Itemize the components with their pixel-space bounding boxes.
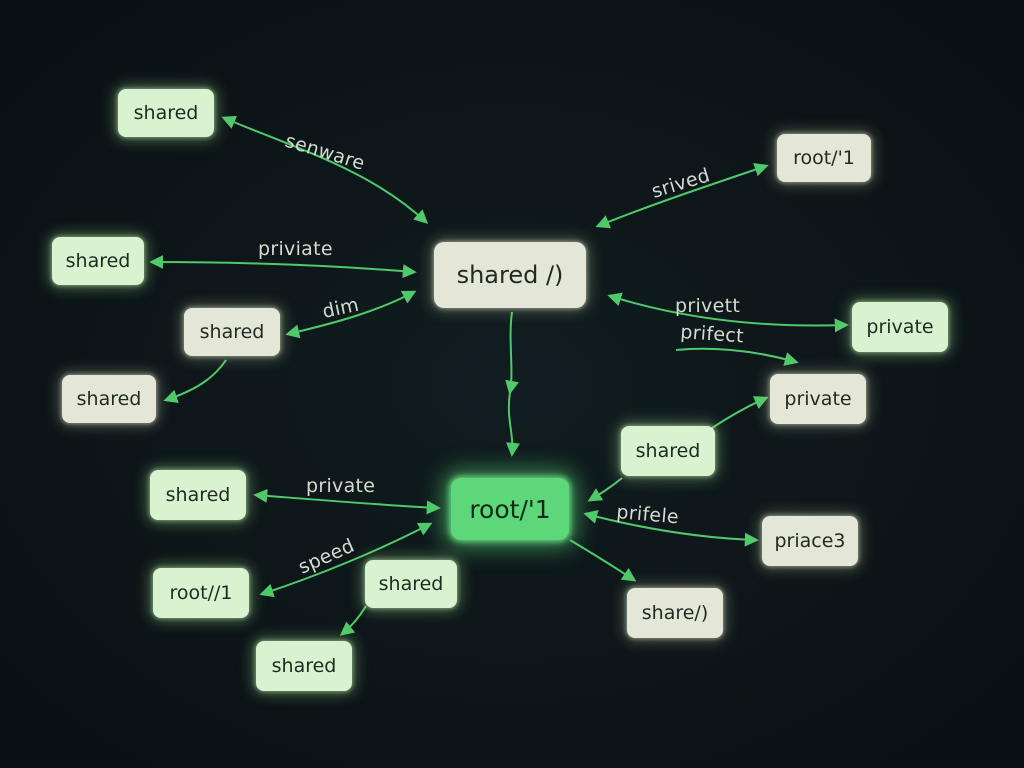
edge-shared-lowerleft-to-root — [253, 488, 441, 515]
node-shared-right-mid[interactable]: shared — [621, 426, 715, 476]
node-shared-mid-left[interactable]: shared — [184, 308, 280, 356]
edge-shared-bottom-to-shared — [339, 605, 367, 636]
edge-label-priviate: priviate — [258, 238, 333, 260]
node-root-top-right[interactable]: root/'1 — [777, 134, 871, 182]
edge-center-to-root-topright — [595, 162, 769, 229]
edge-shared-midleft-to-center — [285, 290, 417, 339]
edge-root-to-priace3 — [583, 510, 759, 547]
node-share-paren[interactable]: share/) — [627, 588, 723, 638]
edge-center-to-root — [505, 311, 519, 395]
edge-shared-to-center — [221, 115, 429, 224]
edge-root-to-share — [569, 539, 637, 582]
edge-label-prifect: prifect — [680, 321, 745, 347]
edge-shared-rightmid-to-root — [587, 477, 623, 502]
edge-center-to-private-right — [607, 292, 849, 333]
edge-shared-rightmid-to-private — [711, 396, 769, 429]
edge-label-prifele: prifele — [616, 501, 680, 528]
node-root-double-slash[interactable]: root//1 — [153, 568, 249, 618]
node-shared-top-left[interactable]: shared — [118, 89, 214, 137]
node-private-right[interactable]: private — [852, 302, 948, 352]
edge-shared-midleft-to-shared-lowerleft — [163, 359, 227, 404]
node-shared-bottom-center[interactable]: shared — [365, 560, 457, 608]
edge-label-srived: srived — [649, 164, 713, 203]
edge-label-speed: speed — [295, 535, 358, 579]
node-shared-center[interactable]: shared /) — [434, 242, 586, 308]
edge-prifect-arrow — [675, 347, 799, 366]
edge-label-dim: dim — [320, 294, 361, 323]
node-private-right-mid[interactable]: private — [770, 374, 866, 424]
node-root-main[interactable]: root/'1 — [451, 478, 569, 540]
edge-label-senware: senware — [283, 130, 368, 175]
node-shared-bottom-left[interactable]: shared — [150, 470, 246, 520]
node-shared-lower-left[interactable]: shared — [62, 375, 156, 423]
node-shared-left[interactable]: shared — [52, 237, 144, 285]
edge-root-to-rootslash — [259, 522, 433, 598]
edge-shared-left-to-center — [149, 255, 417, 279]
edge-center-to-root-2 — [506, 391, 520, 457]
node-priace3[interactable]: priace3 — [762, 516, 858, 566]
edge-label-privett: privett — [675, 295, 740, 317]
edge-label-private: private — [306, 475, 375, 497]
node-shared-bottom[interactable]: shared — [256, 641, 352, 691]
